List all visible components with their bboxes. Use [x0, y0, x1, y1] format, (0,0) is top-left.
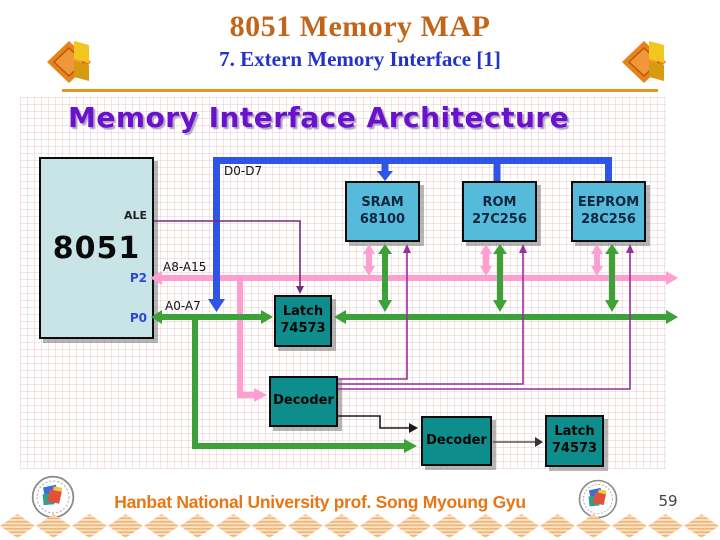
slide-title: 8051 Memory MAP	[229, 10, 491, 43]
eeprom-name: EEPROM	[577, 195, 640, 211]
pin-p0-label: P0	[129, 311, 147, 325]
memory-block-sram: SRAM 68100	[345, 181, 420, 242]
cpu-label: 8051	[52, 230, 141, 266]
page-number: 59	[658, 492, 678, 510]
cube-logo-left-icon	[47, 41, 91, 83]
latch-top-name: Latch	[282, 304, 324, 320]
sram-part: 68100	[359, 211, 406, 227]
rom-part: 27C256	[472, 211, 527, 227]
footer-diamond-border	[0, 514, 720, 540]
cpu-8051-block: 8051 ALE P2 P0	[39, 157, 154, 339]
footer-affiliation: Hanbat National University prof. Song My…	[114, 492, 526, 512]
decoder-second-block: Decoder	[421, 416, 492, 466]
eeprom-part: 28C256	[581, 211, 636, 227]
diagram-title: Memory Interface Architecture	[68, 101, 570, 134]
memory-block-rom: ROM 27C256	[462, 181, 537, 242]
university-seal-left-icon	[31, 475, 75, 519]
header-underline	[62, 89, 658, 92]
latch-bottom-part: 74573	[551, 441, 598, 456]
pin-ale-label: ALE	[123, 209, 147, 222]
decoder-second-name: Decoder	[426, 432, 487, 448]
addr-high-bus-label: A8-A15	[163, 260, 207, 274]
pin-p2-label: P2	[129, 271, 147, 285]
latch-top-block: Latch 74573	[274, 295, 332, 347]
decoder-main-name: Decoder	[273, 393, 334, 409]
latch-bottom-block: Latch 74573	[545, 415, 604, 467]
slide-subtitle: 7. Extern Memory Interface [1]	[219, 47, 501, 71]
sram-name: SRAM	[361, 195, 404, 211]
cube-logo-right-icon	[622, 41, 666, 83]
university-seal-right-icon	[578, 479, 618, 519]
addr-low-bus-label: A0-A7	[165, 299, 201, 313]
decoder-main-block: Decoder	[269, 376, 338, 427]
memory-block-eeprom: EEPROM 28C256	[571, 181, 646, 242]
data-bus-label: D0-D7	[224, 164, 263, 178]
rom-name: ROM	[482, 195, 517, 211]
latch-bottom-name: Latch	[554, 424, 595, 440]
latch-top-part: 74573	[280, 321, 326, 336]
